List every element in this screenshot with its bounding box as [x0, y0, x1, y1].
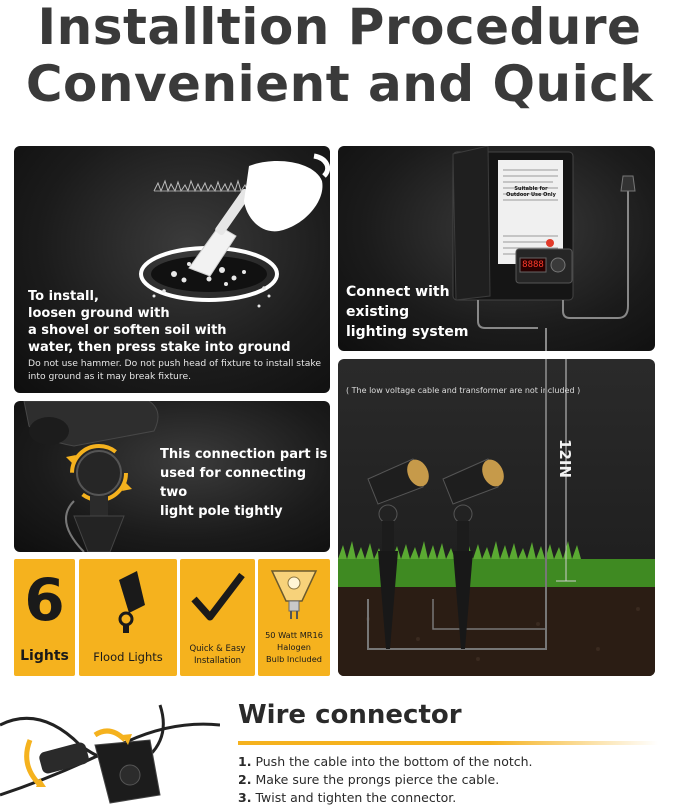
joint-illustration	[23, 401, 159, 552]
install-warning-1: Do not use hammer. Do not push head of f…	[28, 358, 321, 369]
step-2-text: Make sure the prongs pierce the cable.	[255, 772, 500, 787]
mr16-bulb-icon	[270, 570, 318, 619]
feature-bulb-line-3: Bulb Included	[266, 654, 322, 664]
scene-note: ( The low voltage cable and transformer …	[346, 386, 581, 395]
feature-quick-install: Quick & Easy Installation	[180, 559, 255, 676]
joint-line-2: used for connecting two	[160, 466, 307, 500]
feature-big-number: 6	[24, 566, 65, 634]
step-1: 1. Push the cable into the bottom of the…	[238, 754, 533, 769]
feature-flood-label: Flood Lights	[93, 650, 163, 664]
connect-line-1: Connect with	[346, 284, 450, 300]
measure-label: 12IN	[556, 439, 574, 479]
connect-line-2: existing	[346, 304, 410, 320]
step-2-num: 2.	[238, 772, 252, 787]
feature-quick-line-2: Installation	[193, 656, 242, 666]
step-3-text: Twist and tighten the connector.	[255, 790, 457, 805]
checkmark-icon	[191, 572, 245, 621]
headline-line-2: Convenient and Quick	[25, 55, 654, 113]
step-3: 3. Twist and tighten the connector.	[238, 790, 456, 805]
install-line-4: water, then press stake into ground	[28, 340, 291, 355]
step-1-num: 1.	[238, 754, 252, 769]
feature-bulb: 50 Watt MR16 Halogen Bulb Included	[258, 559, 330, 676]
transformer-display: 8888	[522, 260, 544, 270]
lawn-scene-illustration	[338, 359, 655, 676]
install-line-2: loosen ground with	[28, 306, 170, 321]
feature-bulb-line-2: Halogen	[277, 642, 311, 652]
transformer-illustration	[452, 146, 636, 351]
feature-lights-count: 6 Lights	[14, 559, 75, 676]
feature-flood-lights: Flood Lights	[79, 559, 177, 676]
transformer-label-2: Outdoor Use Only	[506, 192, 556, 198]
install-line-1: To install,	[28, 289, 99, 304]
headline-line-1: Installtion Procedure	[37, 0, 642, 56]
wire-connector-illustration	[0, 704, 220, 804]
step-1-text: Push the cable into the bottom of the no…	[255, 754, 533, 769]
flood-light-icon	[118, 571, 145, 633]
joint-panel: This connection part is used for connect…	[14, 401, 330, 552]
joint-line-3: light pole tightly	[160, 504, 283, 519]
feature-bulb-line-1: 50 Watt MR16	[265, 630, 323, 640]
shovel-illustration	[139, 153, 330, 308]
title-underline	[238, 741, 658, 745]
install-line-3: a shovel or soften soil with	[28, 323, 227, 338]
scene-panel: ( The low voltage cable and transformer …	[338, 359, 655, 676]
wire-connector-title: Wire connector	[238, 700, 462, 730]
feature-quick-line-1: Quick & Easy	[189, 644, 246, 654]
step-2: 2. Make sure the prongs pierce the cable…	[238, 772, 499, 787]
install-warning-2: into ground as it may break fixture.	[28, 371, 192, 382]
transformer-label-1: Suitable for	[514, 186, 548, 192]
connect-line-3: lighting system	[346, 324, 469, 340]
install-panel: To install, loosen ground with a shovel …	[14, 146, 330, 393]
feature-lights-label: Lights	[20, 648, 69, 664]
connect-panel: Suitable for Outdoor Use Only 8888 Conne…	[338, 146, 655, 351]
step-3-num: 3.	[238, 790, 252, 805]
joint-line-1: This connection part is	[160, 447, 328, 462]
